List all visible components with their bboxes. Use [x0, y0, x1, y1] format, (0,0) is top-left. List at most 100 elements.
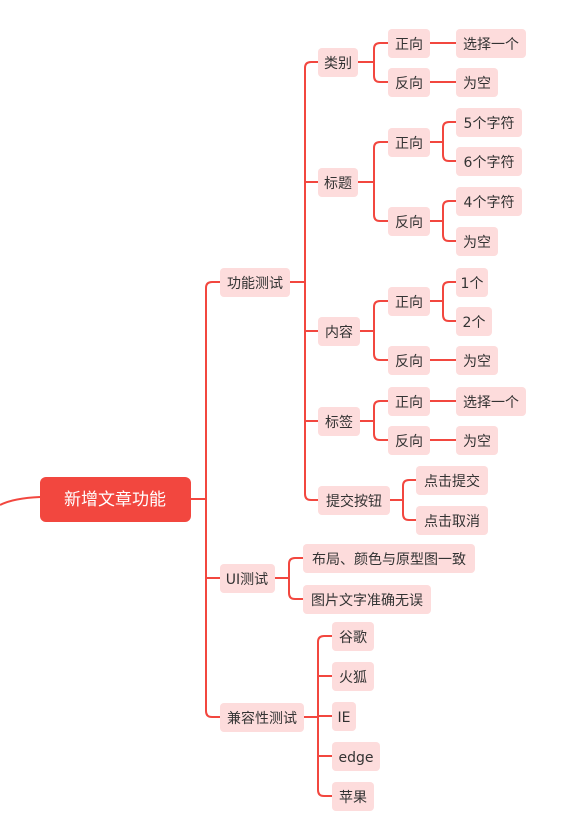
- submit-edge-link: [402, 479, 416, 487]
- svg-text:5个字符: 5个字符: [464, 116, 515, 132]
- node-title-5-chars[interactable]: 5个字符: [456, 108, 522, 137]
- node-content-one[interactable]: 1个: [456, 268, 488, 297]
- branch-label: 功能测试: [227, 276, 283, 292]
- node-safari[interactable]: 苹果: [332, 782, 374, 811]
- svg-text:图片文字准确无误: 图片文字准确无误: [311, 593, 423, 609]
- ui-edge-link: [288, 592, 303, 600]
- svg-text:标签: 标签: [325, 414, 353, 431]
- svg-text:6个字符: 6个字符: [464, 155, 515, 171]
- svg-text:1个: 1个: [461, 276, 484, 292]
- node-category-negative[interactable]: 反向: [388, 68, 430, 97]
- tag-edge-link: [373, 433, 388, 441]
- branch-functional-test[interactable]: 功能测试: [220, 268, 290, 297]
- root-edge-link: [205, 710, 220, 718]
- ui-edge-link: [288, 557, 303, 565]
- svg-text:4个字符: 4个字符: [464, 195, 515, 211]
- tag-edge-link: [373, 400, 388, 408]
- root-label: 新增文章功能: [64, 490, 166, 510]
- content-pos-edge-link: [442, 314, 456, 322]
- branch-compat-test[interactable]: 兼容性测试: [220, 703, 304, 732]
- title-pos-edge-link: [442, 121, 456, 129]
- svg-text:正向: 正向: [395, 37, 423, 53]
- submit-edge-link: [402, 513, 416, 521]
- node-title-negative[interactable]: 反向: [388, 207, 430, 236]
- svg-text:反向: 反向: [395, 215, 423, 231]
- svg-text:为空: 为空: [463, 76, 491, 92]
- compat-edge-link: [317, 789, 332, 797]
- content-edge-link: [373, 353, 388, 361]
- node-layout-color[interactable]: 布局、颜色与原型图一致: [303, 544, 475, 573]
- root-incoming-edge: [0, 496, 41, 506]
- svg-text:正向: 正向: [395, 395, 423, 411]
- node-submit-button[interactable]: 提交按钮: [318, 486, 390, 515]
- svg-text:点击提交: 点击提交: [424, 473, 480, 490]
- node-content[interactable]: 内容: [318, 317, 360, 346]
- node-tag-positive[interactable]: 正向: [388, 387, 430, 416]
- functional-edge-link: [304, 493, 318, 501]
- svg-text:2个: 2个: [463, 315, 486, 331]
- root-node[interactable]: 新增文章功能: [40, 477, 191, 522]
- functional-edge-link: [304, 61, 318, 69]
- svg-text:标题: 标题: [324, 176, 352, 192]
- node-click-cancel[interactable]: 点击取消: [416, 506, 488, 535]
- branch-ui-test[interactable]: UI测试: [220, 564, 275, 593]
- svg-text:正向: 正向: [395, 295, 423, 311]
- compat-edge-link: [317, 635, 332, 643]
- svg-text:选择一个: 选择一个: [463, 395, 519, 411]
- svg-text:IE: IE: [338, 710, 351, 726]
- svg-text:反向: 反向: [395, 434, 423, 450]
- svg-text:火狐: 火狐: [339, 670, 367, 686]
- node-title[interactable]: 标题: [318, 168, 358, 197]
- title-neg-edge-link: [442, 200, 456, 208]
- svg-text:提交按钮: 提交按钮: [326, 493, 382, 510]
- svg-text:反向: 反向: [395, 354, 423, 370]
- node-content-negative[interactable]: 反向: [388, 346, 430, 375]
- svg-text:类别: 类别: [324, 56, 352, 72]
- node-tag[interactable]: 标签: [318, 407, 360, 436]
- svg-text:正向: 正向: [395, 136, 423, 152]
- node-category-positive[interactable]: 正向: [388, 29, 430, 58]
- node-title-positive[interactable]: 正向: [388, 128, 430, 157]
- node-tag-select-one[interactable]: 选择一个: [456, 387, 526, 416]
- node-edge[interactable]: edge: [332, 742, 380, 771]
- svg-text:苹果: 苹果: [339, 790, 367, 806]
- title-neg-edge-link: [442, 234, 456, 242]
- node-ie[interactable]: IE: [332, 702, 356, 731]
- svg-text:为空: 为空: [463, 235, 491, 251]
- node-tag-empty[interactable]: 为空: [456, 426, 498, 455]
- content-pos-edge-link: [442, 281, 456, 289]
- node-content-empty[interactable]: 为空: [456, 346, 498, 375]
- root-edge-link: [205, 281, 220, 289]
- node-chrome[interactable]: 谷歌: [332, 622, 374, 651]
- title-pos-edge-link: [442, 154, 456, 162]
- node-click-submit[interactable]: 点击提交: [416, 466, 488, 495]
- svg-text:布局、颜色与原型图一致: 布局、颜色与原型图一致: [312, 551, 466, 568]
- title-edge-link: [373, 141, 388, 149]
- node-category-negative-empty[interactable]: 为空: [456, 68, 498, 97]
- svg-text:点击取消: 点击取消: [424, 514, 480, 530]
- category-edge-link: [373, 75, 388, 83]
- svg-text:edge: edge: [339, 750, 374, 766]
- node-title-empty[interactable]: 为空: [456, 227, 498, 256]
- node-title-4-chars[interactable]: 4个字符: [456, 187, 522, 216]
- node-tag-negative[interactable]: 反向: [388, 426, 430, 455]
- branch-label: 兼容性测试: [227, 710, 297, 727]
- node-category-positive-select-one[interactable]: 选择一个: [456, 29, 526, 58]
- svg-text:谷歌: 谷歌: [339, 630, 367, 646]
- node-content-positive[interactable]: 正向: [388, 287, 430, 316]
- svg-text:选择一个: 选择一个: [463, 37, 519, 53]
- svg-text:为空: 为空: [463, 434, 491, 450]
- node-image-text[interactable]: 图片文字准确无误: [303, 585, 431, 614]
- title-edge-link: [373, 214, 388, 222]
- svg-text:反向: 反向: [395, 76, 423, 92]
- svg-text:为空: 为空: [463, 354, 491, 370]
- svg-text:内容: 内容: [325, 324, 353, 341]
- branch-label: UI测试: [226, 572, 268, 588]
- content-edge-link: [373, 300, 388, 308]
- node-firefox[interactable]: 火狐: [332, 662, 374, 691]
- node-title-6-chars[interactable]: 6个字符: [456, 147, 522, 176]
- category-edge-link: [373, 42, 388, 50]
- node-category[interactable]: 类别: [318, 48, 358, 77]
- node-content-two[interactable]: 2个: [456, 307, 492, 336]
